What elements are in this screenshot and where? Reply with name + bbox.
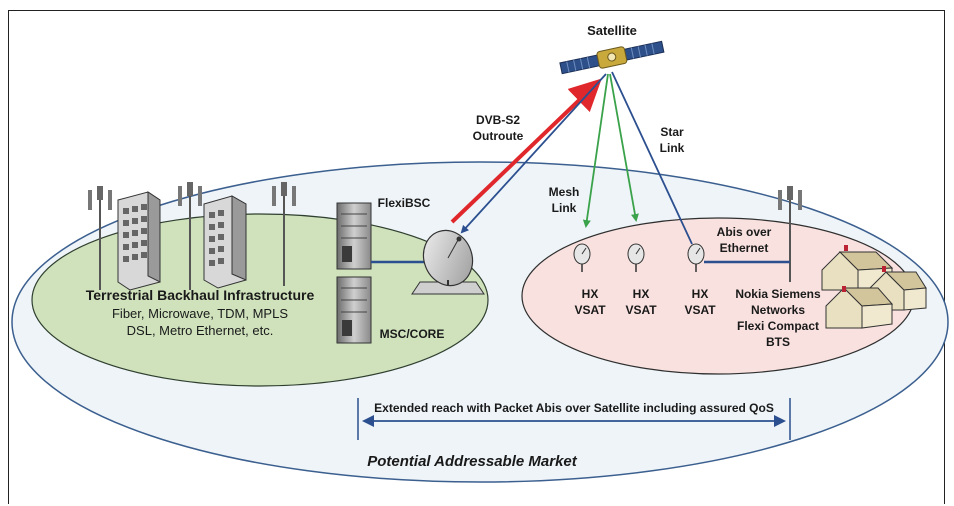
server-building-icon — [203, 195, 247, 289]
house-icon — [825, 286, 894, 329]
msc-core-label: MSC/CORE — [380, 327, 445, 341]
backhaul-line-2: DSL, Metro Ethernet, etc. — [127, 323, 274, 338]
backhaul-line-1: Fiber, Microwave, TDM, MPLS — [112, 306, 288, 321]
cell-tower-icon — [88, 186, 112, 290]
cell-tower-icon — [272, 182, 296, 286]
house-icon — [867, 266, 927, 311]
backhaul-title: Terrestrial Backhaul Infrastructure — [86, 287, 315, 303]
extended-reach-label: Extended reach with Packet Abis over Sat… — [374, 401, 774, 415]
server-rack-icon — [336, 276, 372, 344]
bts-line-3: Flexi Compact — [737, 319, 819, 333]
cell-tower-icon — [178, 182, 202, 290]
star-label: Star — [660, 125, 684, 139]
dish-antenna-icon — [411, 229, 485, 295]
mesh-link-arrow-2 — [609, 73, 639, 222]
satellite-icon — [559, 40, 665, 75]
bts-line-4: BTS — [766, 335, 790, 349]
hx-vsat-2-top: HX — [633, 287, 650, 301]
hx-vsat-3-bottom: VSAT — [684, 303, 716, 317]
dvb-s2-label: DVB-S2 — [476, 113, 520, 127]
satellite-label: Satellite — [587, 23, 637, 38]
dvb-s2-outroute-arrow — [450, 78, 602, 224]
vsat-dish-icon — [687, 243, 705, 272]
cell-tower-icon — [778, 186, 802, 282]
market-label: Potential Addressable Market — [367, 453, 578, 470]
mesh-link-arrow-1 — [582, 73, 609, 228]
hx-vsat-3-top: HX — [692, 287, 709, 301]
vsat-dish-icon — [573, 243, 591, 272]
star-link-line — [611, 71, 693, 245]
mesh-label: Mesh — [549, 185, 580, 199]
hx-vsat-1-top: HX — [582, 287, 599, 301]
server-building-icon — [117, 191, 161, 291]
hx-vsat-2-bottom: VSAT — [625, 303, 657, 317]
diagram-frame — [8, 10, 945, 504]
ethernet-label: Ethernet — [720, 241, 769, 255]
flexibsc-label: FlexiBSC — [378, 196, 431, 210]
bts-line-1: Nokia Siemens — [735, 287, 821, 301]
server-rack-icon — [336, 202, 372, 270]
star-link-label: Link — [660, 141, 685, 155]
star-return-arrow — [460, 73, 607, 234]
vsat-dish-icon — [627, 243, 645, 272]
mesh-link-label: Link — [552, 201, 577, 215]
hx-vsat-1-bottom: VSAT — [574, 303, 606, 317]
outroute-label: Outroute — [473, 129, 524, 143]
bts-line-2: Networks — [751, 303, 805, 317]
abis-over-label: Abis over — [717, 225, 772, 239]
